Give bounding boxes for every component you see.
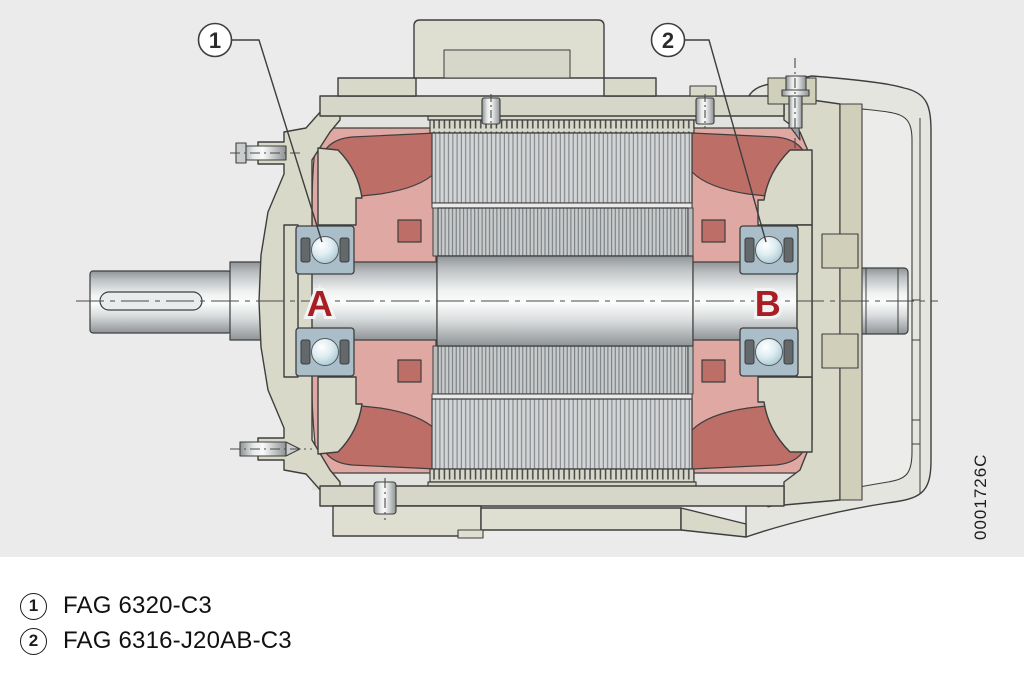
legend-item-number: 1 [20,592,47,620]
callout-2: 2 [650,22,767,243]
legend-item-label: FAG 6316-J20AB-C3 [63,627,292,654]
callout-1: 1 [197,22,323,243]
callout-1-leader [232,39,323,243]
stator-core-bottom [431,398,693,470]
callout-1-number: 1 [209,28,221,53]
air-gap-top [431,202,693,209]
air-gap-bottom [431,393,693,400]
fan-guide [839,103,863,501]
centerlines [76,58,938,520]
stator-core-top [431,132,693,204]
legend-item-number: 2 [20,627,47,655]
legend-item-label: FAG 6320-C3 [63,592,212,619]
callout-2-number: 2 [662,28,674,53]
drawing-number: 0001726C [971,454,990,540]
bearings [295,225,799,377]
rotor-core-top [437,207,689,257]
callout-2-leader [685,39,767,243]
bearing-1-lower [295,327,355,377]
bearing-arm-right-bottom [757,376,813,453]
legend-item: 1 FAG 6320-C3 [20,592,292,620]
callout-1-circle [197,22,233,58]
motor-frame [319,19,817,539]
callout-2-circle [650,22,686,58]
endshield-left [235,95,363,506]
bearing-2-lower [739,327,799,377]
legend: 1 FAG 6320-C3 2 FAG 6316-J20AB-C3 [20,592,292,655]
rotor-core-bottom [437,345,689,395]
stator-teeth-bottom [429,468,695,483]
bearing-2-upper [739,225,799,275]
bearing-arm-left-bottom [317,376,363,455]
bearing-arm-left-top [317,147,363,226]
shaft-label-b: B [755,283,782,324]
shaft-label-a: A [307,283,334,324]
legend-item: 2 FAG 6316-J20AB-C3 [20,627,292,655]
frame-rail-top [319,95,785,117]
stator-teeth-top [429,119,695,134]
frame-rail-bottom [319,485,785,507]
bearing-1-upper [295,225,355,275]
